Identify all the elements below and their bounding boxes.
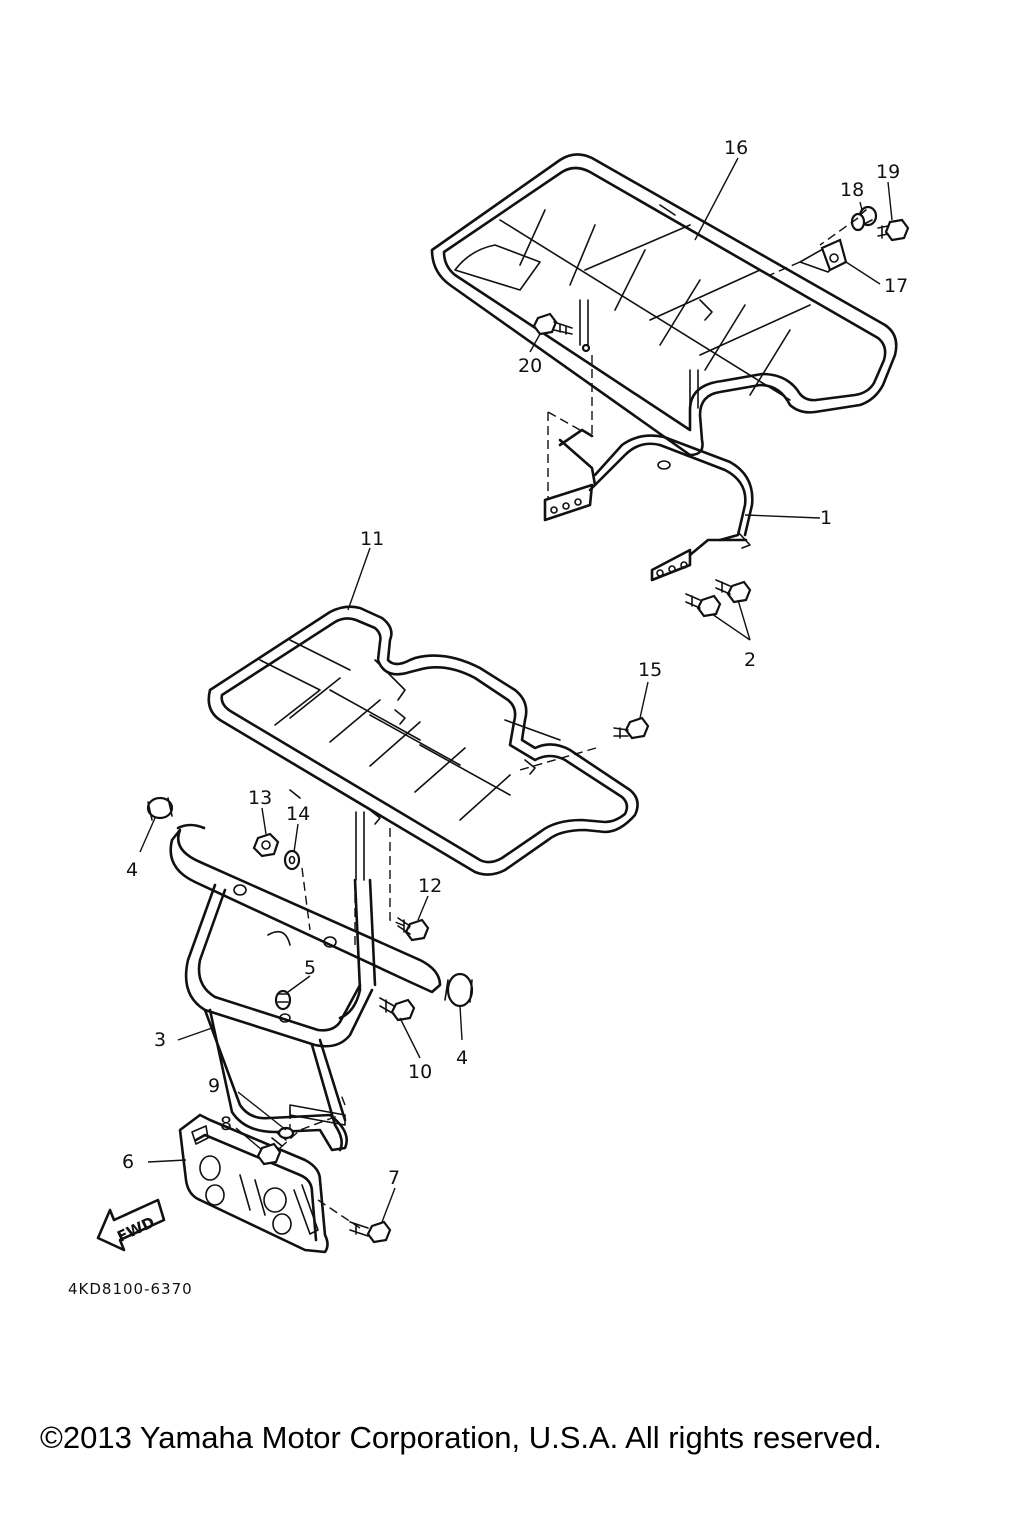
callout-6: 6 [122,1151,134,1173]
callout-13: 13 [248,787,272,809]
fwd-arrow-icon: FWD [96,1198,166,1252]
callout-3: 3 [154,1029,166,1051]
callout-7: 7 [388,1167,400,1189]
copyright-notice: ©2013 Yamaha Motor Corporation, U.S.A. A… [40,1420,882,1455]
callout-1: 1 [820,507,832,529]
leader-lines [139,157,893,1223]
callout-11: 11 [360,528,384,550]
callout-20: 20 [518,355,542,377]
washer-14 [283,849,301,871]
bolt-20 [532,312,591,353]
collar-18 [850,205,878,232]
front-carrier [207,605,639,881]
callout-8: 8 [220,1113,232,1135]
callout-5: 5 [304,957,316,979]
callout-4-left: 4 [126,859,138,881]
bolt-19 [877,218,910,242]
bolt-10 [379,997,416,1022]
callout-12: 12 [418,875,442,897]
callout-18: 18 [840,179,864,201]
washer-9 [277,1126,295,1140]
nut-13 [252,832,280,858]
bolts-2 [685,579,752,618]
callout-16: 16 [724,137,748,159]
callout-2: 2 [744,649,756,671]
front-bumper-stay [146,796,474,1152]
callout-4-right: 4 [456,1047,468,1069]
bolt-12 [397,917,430,942]
callout-numbers: 16 18 19 17 20 1 2 11 15 13 14 12 4 5 4 … [122,137,908,1189]
callout-10: 10 [408,1061,432,1083]
callout-19: 19 [876,161,900,183]
grommet-5 [274,989,292,1011]
rear-carrier [430,153,898,457]
bracket-17 [820,238,848,272]
bolt-8 [256,1131,287,1166]
rear-carrier-stay [543,428,754,582]
callout-9: 9 [208,1075,220,1097]
bolt-15 [613,716,650,740]
skid-plate [178,1113,329,1254]
callout-17: 17 [884,275,908,297]
part-code: 4KD8100-6370 [68,1280,193,1298]
callout-15: 15 [638,659,662,681]
callout-14: 14 [286,803,310,825]
